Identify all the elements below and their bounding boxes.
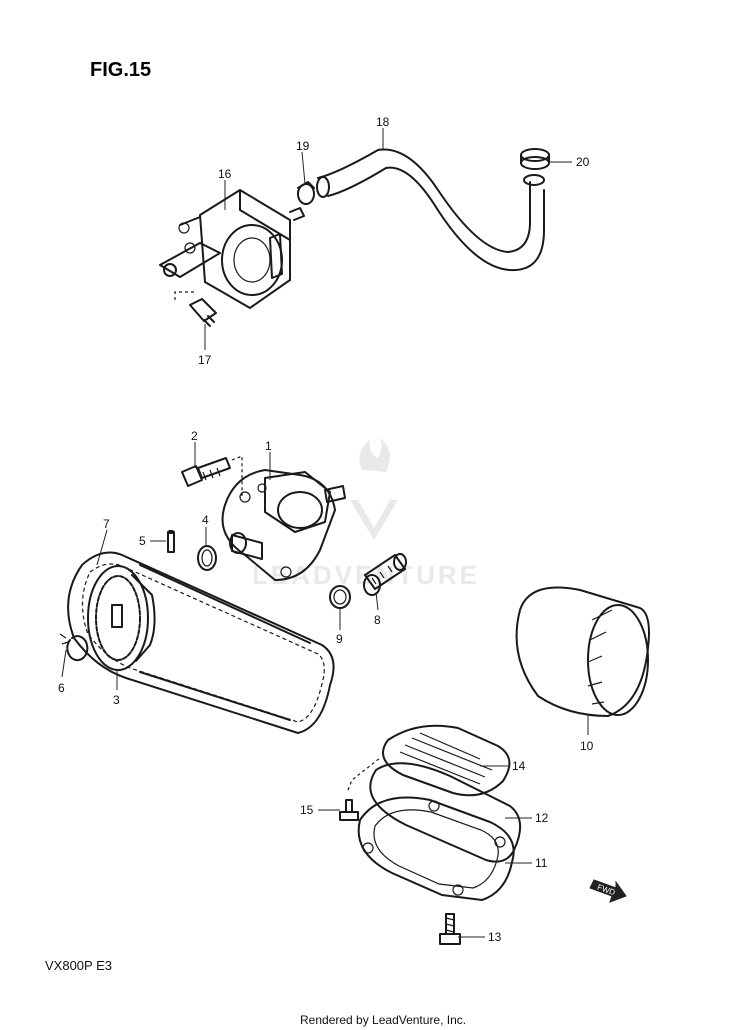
part-3-sprocket (87, 565, 156, 671)
part-7-chain (67, 551, 335, 734)
callout-9: 9 (336, 632, 343, 646)
part-4-o-ring (197, 545, 217, 571)
callout-2: 2 (191, 429, 198, 443)
callout-7: 7 (103, 517, 110, 531)
callout-14: 14 (512, 759, 526, 773)
callout-10: 10 (580, 739, 594, 753)
part-10-oil-filter (515, 586, 650, 717)
callout-6: 6 (58, 681, 65, 695)
callout-12: 12 (535, 811, 549, 825)
render-credit: Rendered by LeadVenture, Inc. (300, 1013, 466, 1027)
part-5-pin (167, 529, 175, 553)
callout-8: 8 (374, 613, 381, 627)
figure-title: FIG.15 (90, 59, 151, 81)
part-2-bolt (181, 455, 243, 496)
part-8-relief-valve (363, 553, 407, 596)
part-1-oil-pump (221, 469, 346, 581)
callout-18: 18 (376, 115, 390, 129)
part-20-clamp (520, 148, 550, 170)
fwd-label: FWD (596, 883, 616, 898)
part-14-strainer (382, 724, 511, 797)
part-13-bolt (439, 913, 461, 945)
callout-1: 1 (265, 439, 272, 453)
callout-11: 11 (535, 856, 548, 870)
callout-17: 17 (198, 353, 212, 367)
callout-leaders (61, 128, 589, 938)
part-17-bolt (174, 291, 217, 327)
part-11-oil-pan (357, 796, 515, 901)
part-19-clamp (297, 181, 315, 205)
callout-3: 3 (113, 693, 120, 707)
part-16-pump (159, 189, 305, 309)
callout-19: 19 (296, 139, 310, 153)
callout-4: 4 (202, 513, 209, 527)
callout-5: 5 (139, 534, 146, 548)
fwd-indicator: FWD (589, 879, 627, 903)
part-18-hose (316, 148, 545, 272)
part-15-bolt (339, 757, 381, 821)
callout-20: 20 (576, 155, 590, 169)
callout-labels: 1 2 3 4 5 6 7 8 9 10 11 12 13 14 15 16 1… (58, 115, 594, 944)
callout-15: 15 (300, 803, 314, 817)
callout-16: 16 (218, 167, 232, 181)
model-code: VX800P E3 (45, 958, 112, 973)
part-6-circlip (59, 633, 89, 662)
callout-13: 13 (488, 930, 502, 944)
